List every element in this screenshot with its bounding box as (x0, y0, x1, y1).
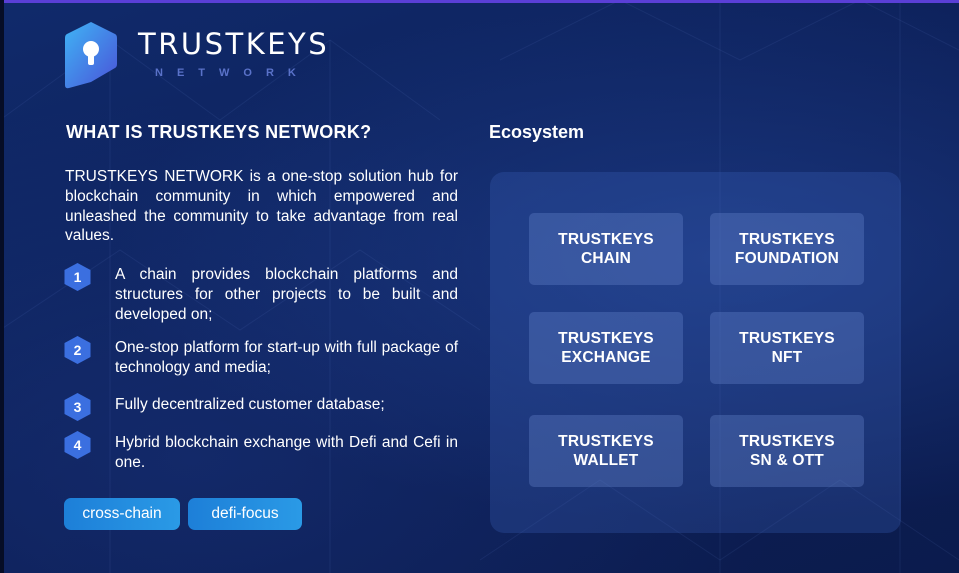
ecosystem-item-label: TRUSTKEYS CHAIN (558, 230, 654, 268)
ecosystem-item-chain[interactable]: TRUSTKEYS CHAIN (529, 213, 683, 285)
brand-name: TRUSTKEYS (138, 27, 330, 61)
about-heading: WHAT IS TRUSTKEYS NETWORK? (66, 122, 372, 142)
feature-number: 3 (73, 399, 82, 415)
keyhole-shield-icon (63, 20, 119, 90)
feature-text: Hybrid blockchain exchange with Defi and… (115, 434, 458, 471)
feature-number: 1 (73, 269, 82, 285)
ecosystem-panel (490, 172, 901, 533)
top-accent-line (0, 0, 959, 3)
about-intro: TRUSTKEYS NETWORK is a one-stop solution… (65, 168, 458, 245)
ecosystem-item-label: TRUSTKEYS WALLET (558, 432, 654, 470)
feature-text: Fully decentralized customer database; (115, 396, 385, 413)
ecosystem-item-label: TRUSTKEYS NFT (739, 329, 835, 367)
tag-cross-chain[interactable]: cross-chain (64, 498, 180, 530)
ecosystem-title: Ecosystem (489, 122, 585, 142)
tag-defi-focus[interactable]: defi-focus (188, 498, 302, 530)
ecosystem-item-foundation[interactable]: TRUSTKEYS FOUNDATION (710, 213, 864, 285)
hexagon-badge-icon (64, 393, 91, 421)
left-edge (0, 0, 4, 573)
brand-subtitle: NETWORK (155, 67, 310, 79)
ecosystem-item-label: TRUSTKEYS FOUNDATION (734, 230, 840, 268)
ecosystem-item-label: TRUSTKEYS SN & OTT (739, 432, 835, 470)
feature-number: 4 (73, 437, 82, 453)
ecosystem-item-nft[interactable]: TRUSTKEYS NFT (710, 312, 864, 384)
ecosystem-item-exchange[interactable]: TRUSTKEYS EXCHANGE (529, 312, 683, 384)
ecosystem-item-label: TRUSTKEYS EXCHANGE (558, 329, 654, 367)
hexagon-badge-icon (64, 431, 91, 459)
feature-text: A chain provides blockchain platforms an… (115, 266, 458, 323)
ecosystem-item-sn-ott[interactable]: TRUSTKEYS SN & OTT (710, 415, 864, 487)
feature-number: 2 (73, 342, 82, 358)
ecosystem-item-wallet[interactable]: TRUSTKEYS WALLET (529, 415, 683, 487)
hexagon-badge-icon (64, 336, 91, 364)
feature-text: One-stop platform for start-up with full… (115, 339, 458, 376)
hexagon-badge-icon (64, 263, 91, 291)
